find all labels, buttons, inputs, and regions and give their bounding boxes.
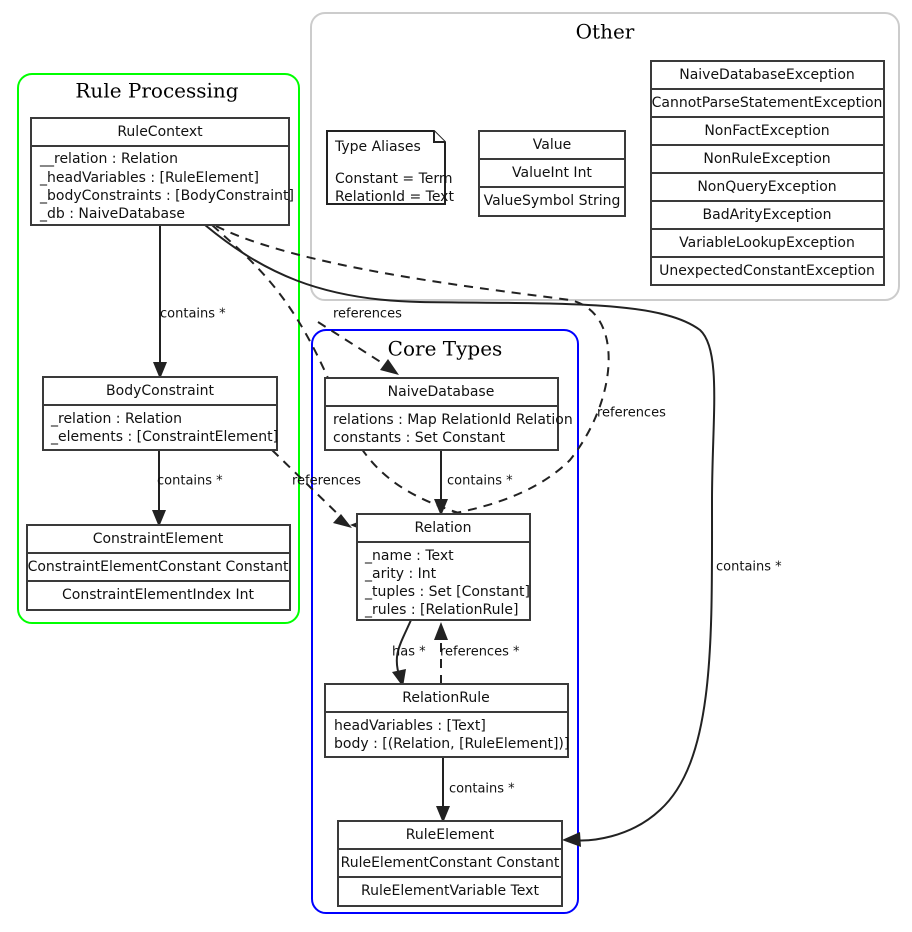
package-core-types-title: Core Types <box>388 337 503 361</box>
edge-label-contains-constraintelement: contains * <box>157 474 223 489</box>
edge-label-contains-relation: contains * <box>447 474 513 489</box>
note-type-aliases: Type Aliases Constant = Term RelationId … <box>326 130 454 205</box>
class-rule-context[interactable]: RuleContext __relation : Relation _headV… <box>30 117 294 226</box>
package-core-types: Core Types <box>311 329 579 914</box>
class-value[interactable]: Value ValueInt Int ValueSymbol String <box>478 130 626 217</box>
class-body-constraint-attr-1: _elements : [ConstraintElement] <box>50 429 278 445</box>
class-exception-variant-0: CannotParseStatementException <box>652 95 883 111</box>
class-naive-database-attr-0: relations : Map RelationId Relation <box>333 412 573 428</box>
edge-label-references-relation-from-bodyconstraint: references <box>292 474 361 489</box>
class-exception-variant-2: NonRuleException <box>703 151 830 167</box>
edge-rulecontext-ruleelement: contains * <box>204 224 782 847</box>
class-relation-attr-2: _tuples : Set [Constant] <box>364 584 530 600</box>
class-body-constraint-attr-0: _relation : Relation <box>50 411 182 427</box>
class-value-name: Value <box>533 137 571 153</box>
edge-label-references-naivedatabase: references <box>597 406 666 421</box>
class-relation-rule-attr-1: body : [(Relation, [RuleElement])] <box>334 736 569 752</box>
package-other: Other <box>310 12 900 301</box>
edge-bodyconstraint-constraintelement: contains * <box>152 450 223 527</box>
class-exception-variant-3: NonQueryException <box>697 179 836 195</box>
edge-relationrule-relation: references * <box>434 622 520 684</box>
edge-label-references-relation-from-relationrule: references * <box>440 645 520 660</box>
class-relation-attr-0: _name : Text <box>364 548 454 564</box>
class-rule-element-variant-0: RuleElementConstant Constant <box>341 855 560 871</box>
class-relation[interactable]: Relation _name : Text _arity : Int _tupl… <box>356 513 531 621</box>
class-relation-rule-name: RelationRule <box>402 690 489 706</box>
edge-bodyconstraint-relation: references <box>271 449 361 528</box>
edge-relationrule-ruleelement: contains * <box>436 757 515 823</box>
class-rule-element-variant-1: RuleElementVariable Text <box>361 883 539 899</box>
package-rule-processing: Rule Processing <box>17 73 300 624</box>
edge-label-contains-ruleelement-from-relationrule: contains * <box>449 782 515 797</box>
package-rule-processing-title: Rule Processing <box>75 79 238 103</box>
class-relation-attr-1: _arity : Int <box>364 566 437 582</box>
edge-rulecontext-bodyconstraint: contains * <box>153 225 226 379</box>
class-naive-database-name: NaiveDatabase <box>388 384 495 400</box>
class-rule-context-attr-1: _headVariables : [RuleElement] <box>39 170 259 186</box>
class-relation-rule[interactable]: RelationRule headVariables : [Text] body… <box>324 683 569 758</box>
note-type-aliases-line-0: Type Aliases <box>334 139 421 155</box>
class-relation-name: Relation <box>415 520 472 536</box>
class-exception-variant-1: NonFactException <box>704 123 829 139</box>
edge-label-has-relationrule: has * <box>392 645 426 660</box>
class-body-constraint[interactable]: BodyConstraint _relation : Relation _ele… <box>42 376 278 451</box>
class-exception-name: NaiveDatabaseException <box>679 67 855 83</box>
class-value-variant-1: ValueSymbol String <box>484 193 621 209</box>
class-exception-variant-6: UnexpectedConstantException <box>659 263 875 279</box>
class-naive-database-attr-1: constants : Set Constant <box>333 430 506 446</box>
edge-label-contains-bodyconstraint: contains * <box>160 307 226 322</box>
note-type-aliases-line-2: Constant = Term <box>335 171 453 187</box>
package-other-title: Other <box>576 20 635 44</box>
edge-naivedatabase-relation: contains * <box>434 450 513 516</box>
edge-relation-relationrule: has * <box>392 619 426 687</box>
class-exception-variant-5: VariableLookupException <box>679 235 855 251</box>
class-exception-variant-4: BadArityException <box>703 207 832 223</box>
note-type-aliases-line-3: RelationId = Text <box>335 189 454 205</box>
class-naive-database[interactable]: NaiveDatabase relations : Map RelationId… <box>324 377 573 451</box>
class-rule-element-name: RuleElement <box>406 827 495 843</box>
class-constraint-element-variant-0: ConstraintElementConstant Constant <box>28 559 289 575</box>
class-rule-context-name: RuleContext <box>117 124 203 140</box>
class-constraint-element[interactable]: ConstraintElement ConstraintElementConst… <box>26 524 291 611</box>
class-rule-element[interactable]: RuleElement RuleElementConstant Constant… <box>337 820 563 907</box>
class-constraint-element-name: ConstraintElement <box>93 531 224 547</box>
edge-label-references-relation-from-rulecontext: references <box>333 307 402 322</box>
class-body-constraint-name: BodyConstraint <box>106 383 214 399</box>
class-value-variant-0: ValueInt Int <box>512 165 592 181</box>
class-rule-context-attr-2: _bodyConstraints : [BodyConstraint] <box>39 188 294 204</box>
class-relation-rule-attr-0: headVariables : [Text] <box>334 718 486 734</box>
edge-arrow-into-naivedatabase <box>317 321 399 375</box>
class-constraint-element-variant-1: ConstraintElementIndex Int <box>62 587 255 603</box>
class-naive-database-exception[interactable]: NaiveDatabaseException CannotParseStatem… <box>650 60 885 286</box>
class-relation-attr-3: _rules : [RelationRule] <box>364 602 518 618</box>
class-rule-context-attr-3: _db : NaiveDatabase <box>39 206 185 222</box>
class-rule-context-attr-0: __relation : Relation <box>39 151 178 167</box>
edge-label-contains-ruleelement: contains * <box>716 560 782 575</box>
